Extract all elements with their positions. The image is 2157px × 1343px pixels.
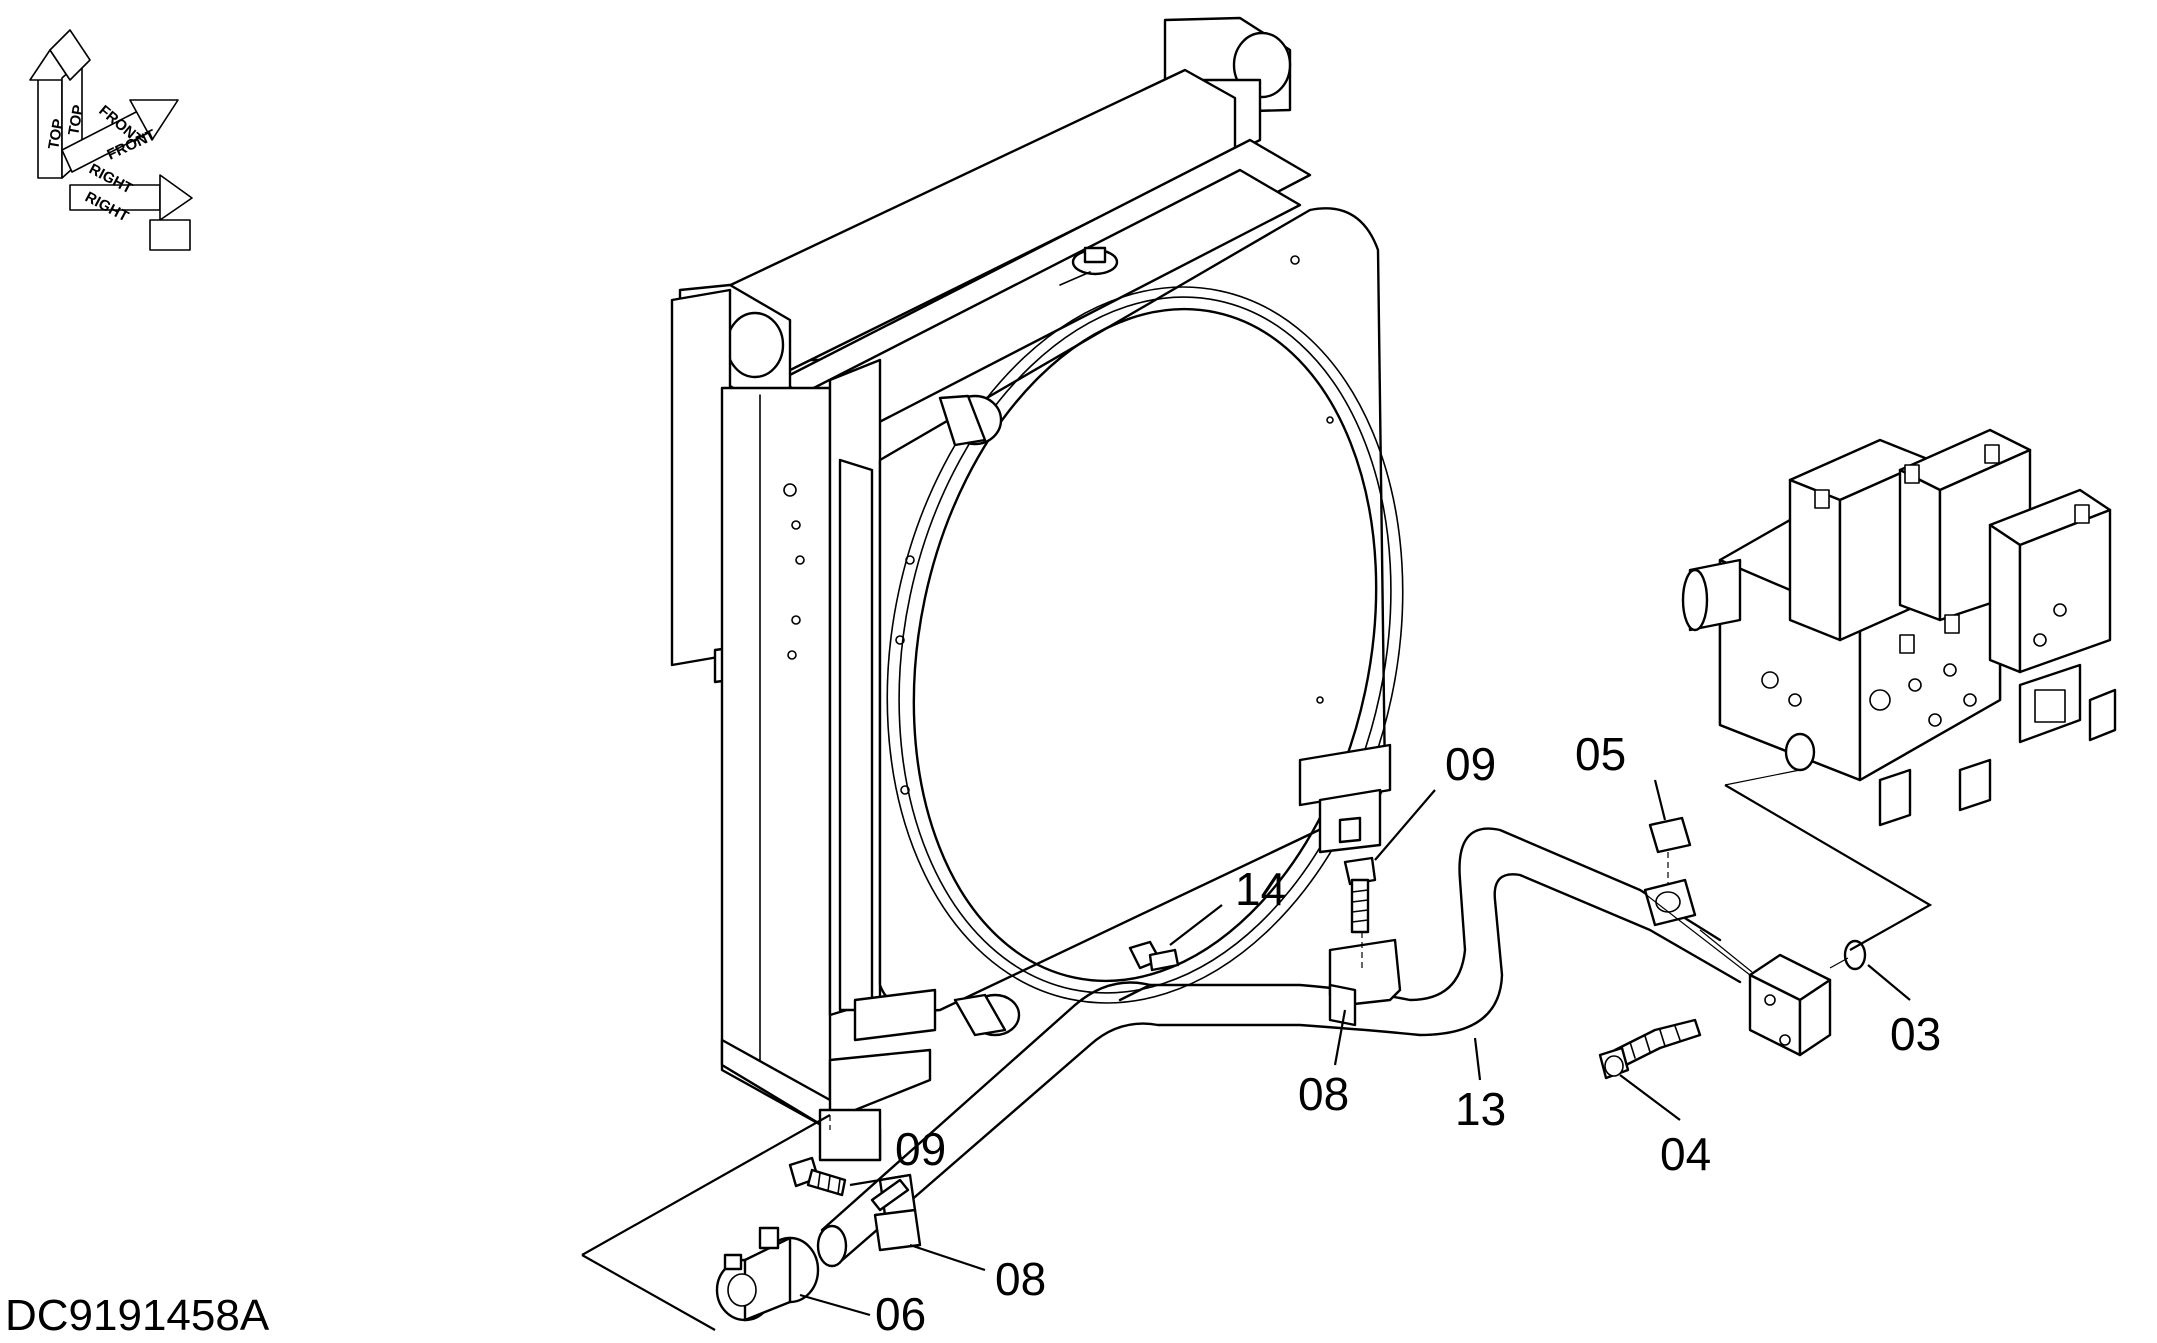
bolt-04 bbox=[1598, 1018, 1702, 1080]
control-valve bbox=[1681, 428, 2117, 827]
callout-09-upper: 09 bbox=[1445, 738, 1496, 790]
bolt-09-upper bbox=[1343, 856, 1377, 970]
callout-05: 05 bbox=[1575, 728, 1626, 780]
hose-clamp-06 bbox=[715, 1226, 820, 1322]
callout-14: 14 bbox=[1235, 863, 1286, 915]
callout-03: 03 bbox=[1890, 1008, 1941, 1060]
bolt-14 bbox=[1128, 940, 1180, 972]
flange-block bbox=[1748, 953, 1832, 1057]
pipe-assembly bbox=[715, 816, 1867, 1322]
callout-13: 13 bbox=[1455, 1083, 1506, 1135]
callout-04: 04 bbox=[1660, 1128, 1711, 1180]
callout-08-lower: 08 bbox=[995, 1253, 1046, 1305]
callout-09-lower: 09 bbox=[895, 1123, 946, 1175]
bolt-09-lower bbox=[788, 1156, 847, 1197]
callout-08-upper: 08 bbox=[1298, 1068, 1349, 1120]
leader-lines bbox=[799, 779, 1911, 1317]
compass-label-top-2: TOP bbox=[65, 104, 87, 137]
orientation-compass: TOP TOP FRONT FRONT RIGHT RIGHT bbox=[29, 29, 193, 251]
fitting-05 bbox=[1643, 816, 1697, 927]
o-ring-03 bbox=[1843, 939, 1867, 971]
callouts: 09 05 14 03 08 13 04 09 08 06 bbox=[875, 728, 1941, 1340]
assembly-lines bbox=[581, 769, 1933, 1331]
compass-label-top-1: TOP bbox=[45, 118, 67, 151]
callout-06: 06 bbox=[875, 1288, 926, 1340]
drawing-number: DC9191458A bbox=[5, 1291, 270, 1340]
radiator-assembly bbox=[670, 16, 1404, 1162]
